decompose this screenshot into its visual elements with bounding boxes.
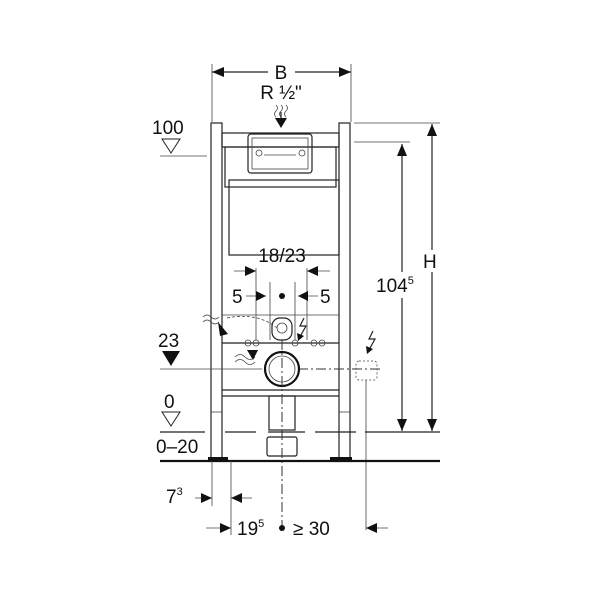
width-dimension: B R ½" [211,63,352,122]
height-label: H [423,252,437,273]
flush-spacing-dimension: 18/23 5 5 [232,246,331,340]
dist-195-label: 195 [237,518,264,540]
level-23-marker: 23 [158,331,382,370]
offset-left-label: 5 [232,287,243,308]
water-supply-icon [274,104,288,128]
electrical-box [355,330,378,530]
electric-icon [297,317,308,341]
floor-range-label: 0–20 [156,437,198,458]
valve-area [226,315,326,347]
flush-spacing-label: 18/23 [258,246,306,267]
height-dimension: H [354,122,440,431]
dist-73-label: 73 [166,486,183,508]
level-23-label: 23 [158,331,179,352]
width-label: B [275,63,288,84]
drain-pipe [263,340,301,527]
flush-plate [247,133,313,174]
height-1045-label: 1045 [376,275,414,297]
level-100-label: 100 [152,118,184,139]
dist-min30-label: ≥ 30 [293,519,330,540]
level-0-label: 0 [164,392,175,413]
thread-label: R ½" [260,83,302,104]
height-1045-dimension: 1045 [354,141,414,431]
water-inlet-icon [202,314,228,336]
level-0-marker: 0 0–20 [156,392,440,463]
level-100-marker: 100 [152,118,207,157]
bottom-dimensions: 73 195 ≥ 30 [166,461,388,540]
offset-right-label: 5 [320,287,331,308]
water-flow-icon [234,350,258,365]
